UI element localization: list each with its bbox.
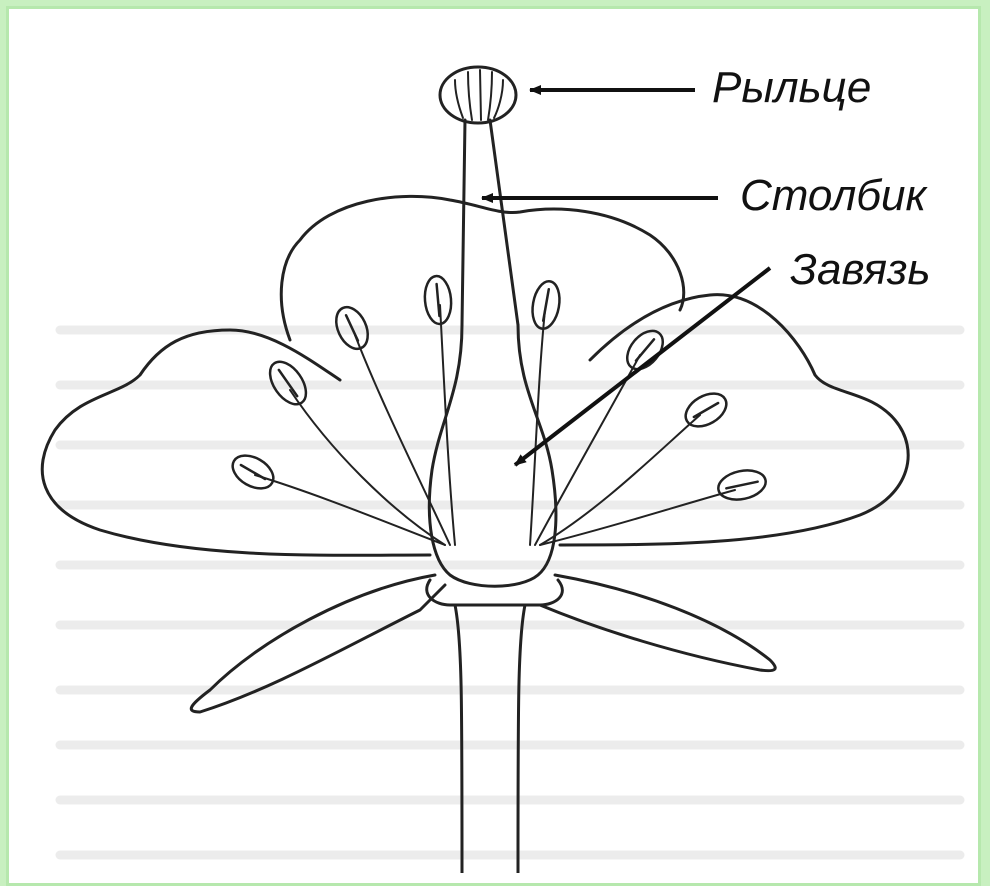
style-label: Столбик xyxy=(740,174,926,218)
stem xyxy=(455,605,525,873)
stigma-lobes xyxy=(455,70,503,120)
ovary-arrow xyxy=(515,268,770,465)
style-outline xyxy=(462,120,518,325)
stigma-label: Рыльце xyxy=(712,66,871,110)
background-ghost-lines xyxy=(60,330,960,855)
back-petal xyxy=(281,196,683,340)
stigma-head xyxy=(440,67,516,123)
ovary-label: Завязь xyxy=(790,248,931,292)
receptacle xyxy=(427,580,563,605)
